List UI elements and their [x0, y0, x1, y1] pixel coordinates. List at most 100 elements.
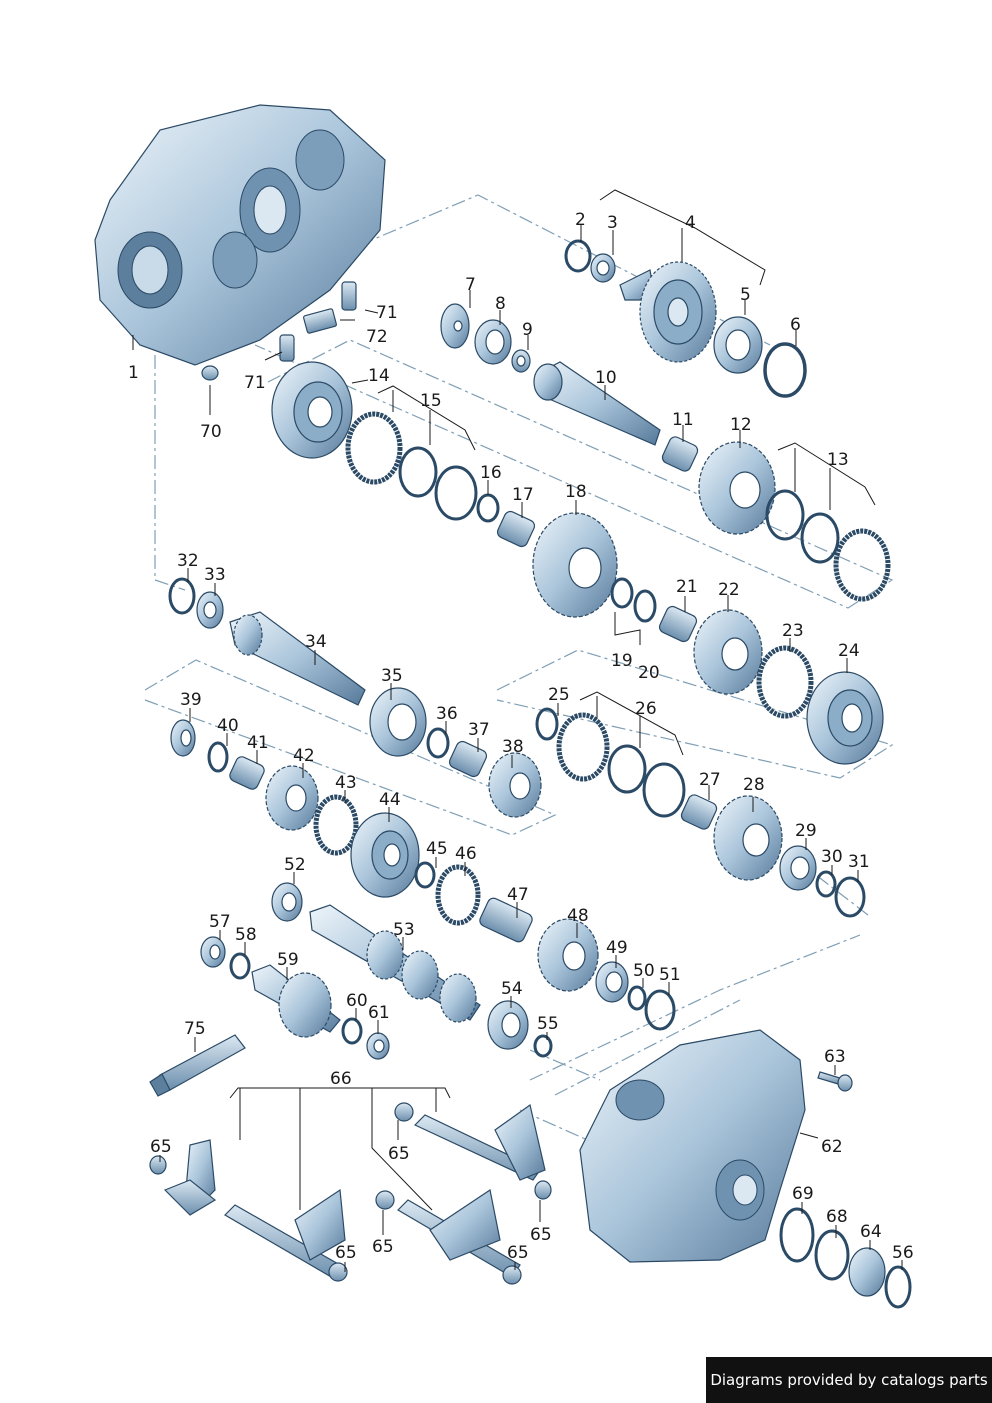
callout-54: 54: [501, 979, 523, 999]
gear-22: [693, 609, 763, 695]
shaft-10: [533, 361, 661, 446]
gear-28: [713, 795, 783, 881]
ring-20: [633, 589, 657, 623]
shaft-53: [309, 904, 481, 1023]
callout-65c: 65: [530, 1225, 552, 1245]
callout-13: 13: [827, 450, 849, 470]
bearing-54: [487, 1000, 529, 1050]
ring-36: [426, 727, 450, 759]
callout-33: 33: [204, 565, 226, 585]
differential-4: [619, 261, 717, 363]
callout-45: 45: [426, 839, 448, 859]
callout-39: 39: [180, 690, 202, 710]
needle-bearing-37: [448, 740, 488, 778]
ring-45: [414, 861, 436, 889]
ring-26b: [607, 744, 647, 794]
sync-ring-43: [313, 794, 359, 856]
callout-7: 7: [465, 275, 476, 295]
gear-38: [488, 752, 542, 818]
sync-ring-15a: [345, 411, 403, 485]
ring-16: [476, 493, 500, 523]
bearing-8: [474, 319, 512, 365]
shift-rod-lower: [375, 1189, 522, 1285]
callout-8: 8: [495, 294, 506, 314]
bearing-3: [590, 253, 616, 283]
callout-18: 18: [565, 482, 587, 502]
callout-65d: 65: [372, 1237, 394, 1257]
sync-hub-24: [806, 671, 884, 765]
callout-46: 46: [455, 844, 477, 864]
callout-27: 27: [699, 770, 721, 790]
sync-hub-14: [271, 361, 353, 459]
callout-5: 5: [740, 285, 751, 305]
callout-64: 64: [860, 1222, 882, 1242]
bush-70: [201, 365, 219, 381]
callout-38: 38: [502, 737, 524, 757]
ring-30: [815, 870, 837, 898]
callout-75: 75: [184, 1019, 206, 1039]
callout-41: 41: [247, 733, 269, 753]
gear-48: [537, 918, 599, 992]
callout-19: 19: [611, 651, 633, 671]
callout-50: 50: [633, 961, 655, 981]
callout-70: 70: [200, 422, 222, 442]
needle-bearing-17: [496, 510, 536, 548]
ring-68: [814, 1229, 850, 1281]
cap-64: [848, 1247, 886, 1297]
callout-32: 32: [177, 551, 199, 571]
callout-17: 17: [512, 485, 534, 505]
callout-9: 9: [522, 320, 533, 340]
sync-ring-46: [435, 864, 481, 926]
callout-61: 61: [368, 1003, 390, 1023]
callout-53: 53: [393, 920, 415, 940]
callout-4: 4: [685, 213, 696, 233]
ring-58: [229, 952, 251, 980]
bearing-29: [779, 845, 817, 891]
callout-2: 2: [575, 210, 586, 230]
callout-21: 21: [676, 577, 698, 597]
ring-15b: [398, 446, 438, 498]
ring-40: [207, 741, 229, 773]
callout-71a: 71: [376, 303, 398, 323]
gearbox-cover-62: [579, 1029, 806, 1263]
needle-bearing-27: [680, 794, 718, 830]
callout-68: 68: [826, 1207, 848, 1227]
gear-18: [532, 512, 618, 618]
callout-6: 6: [790, 315, 801, 335]
ring-50: [627, 985, 647, 1011]
ring-6: [763, 342, 807, 398]
callout-37: 37: [468, 720, 490, 740]
needle-bearing-11: [661, 436, 699, 472]
shaft-34: [229, 611, 366, 706]
needle-bearing-47: [479, 897, 533, 943]
bolt-63: [817, 1071, 853, 1092]
gearbox-housing: [94, 104, 386, 366]
ring-19: [610, 577, 634, 609]
callout-65f: 65: [507, 1243, 529, 1263]
seal-7: [440, 303, 470, 349]
callout-16: 16: [480, 463, 502, 483]
callout-65e: 65: [335, 1243, 357, 1263]
ring-13b: [800, 512, 840, 564]
callout-34: 34: [305, 632, 327, 652]
callout-69: 69: [792, 1184, 814, 1204]
callout-55: 55: [537, 1014, 559, 1034]
callout-25: 25: [548, 685, 570, 705]
ring-32: [168, 577, 196, 615]
sync-ring-13c: [833, 528, 891, 602]
bearing-57: [200, 936, 226, 968]
bearing-52: [271, 882, 303, 922]
callout-52: 52: [284, 855, 306, 875]
leader-lines: [132, 189, 903, 1272]
shift-rod-left: [224, 1188, 348, 1282]
callout-48: 48: [567, 906, 589, 926]
circlip-56: [884, 1265, 912, 1309]
callout-44: 44: [379, 790, 401, 810]
ring-25: [535, 707, 559, 741]
pinion-59: [251, 964, 341, 1038]
callout-35: 35: [381, 666, 403, 686]
bearing-5: [713, 316, 763, 374]
ring-9: [511, 349, 531, 373]
callout-31: 31: [848, 852, 870, 872]
